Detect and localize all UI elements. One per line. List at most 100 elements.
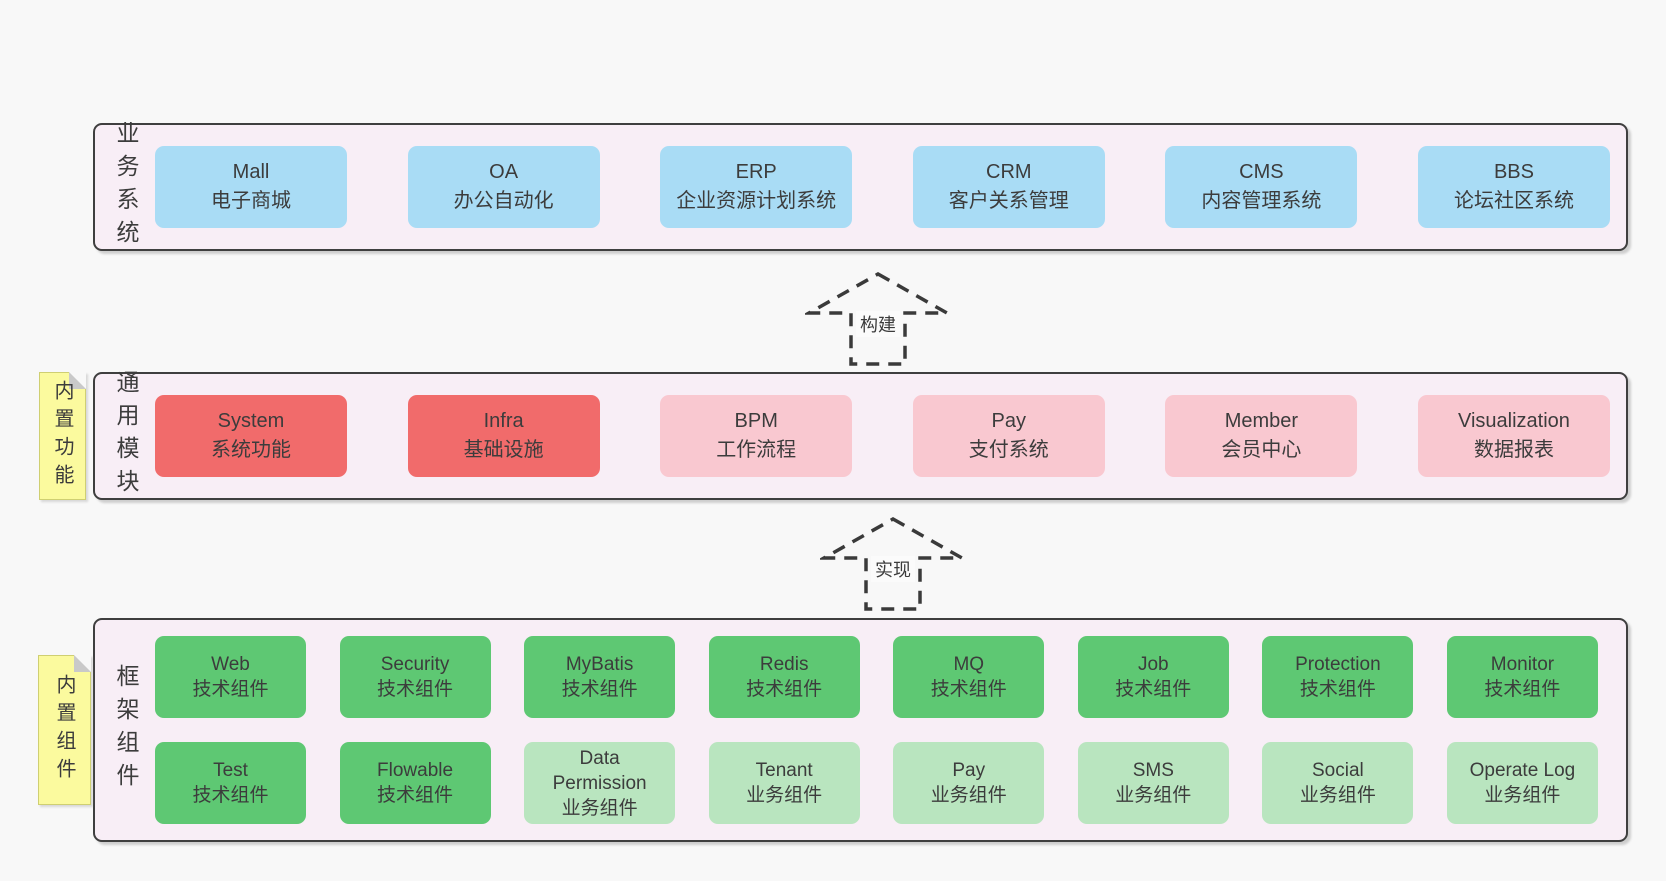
box-subtitle: 业务组件: [930, 785, 1007, 806]
box-title: Web: [211, 654, 250, 675]
box-subtitle: 论坛社区系统: [1453, 190, 1574, 212]
box-subtitle: 业务组件: [1299, 785, 1376, 806]
box-subtitle: 系统功能: [211, 439, 291, 461]
band-framework-content: Web 技术组件 Security 技术组件 MyBatis 技术组件 Redi…: [155, 620, 1598, 840]
box-subtitle: 技术组件: [561, 679, 638, 700]
sticky-note-built-in-features: 内置功能: [39, 372, 86, 500]
box-title: CRM: [986, 161, 1032, 183]
band-business-label: 业务系统: [113, 121, 139, 253]
box-title: Operate Log: [1469, 760, 1576, 781]
module-box-bpm: BPM 工作流程: [660, 395, 853, 477]
box-title: Infra: [483, 410, 524, 432]
component-box-mybatis: MyBatis 技术组件: [524, 636, 676, 718]
box-title: Pay: [952, 760, 986, 781]
box-subtitle: 内容管理系统: [1201, 190, 1322, 212]
component-box-protection: Protection 技术组件: [1262, 636, 1414, 718]
box-subtitle: 技术组件: [377, 679, 454, 700]
box-subtitle: 办公自动化: [453, 190, 554, 212]
box-subtitle: 技术组件: [1115, 679, 1192, 700]
box-subtitle: 技术组件: [1299, 679, 1376, 700]
component-box-operate-log: Operate Log 业务组件: [1446, 742, 1598, 824]
box-title: BBS: [1493, 161, 1534, 183]
folded-corner-icon: [69, 372, 86, 389]
arrow-implement: 实现: [820, 515, 966, 613]
component-box-social: Social 业务组件: [1262, 742, 1414, 824]
box-title: Job: [1137, 654, 1169, 675]
box-subtitle: 业务组件: [746, 785, 823, 806]
box-subtitle: 数据报表: [1473, 439, 1554, 461]
module-box-system: System 系统功能: [155, 395, 347, 477]
box-subtitle: 业务组件: [1115, 785, 1192, 806]
system-box-oa: OA 办公自动化: [407, 146, 600, 228]
component-box-job: Job 技术组件: [1077, 636, 1229, 718]
box-subtitle: 技术组件: [192, 679, 269, 700]
system-box-mall: Mall 电子商城: [155, 146, 347, 228]
box-title: Redis: [759, 654, 809, 675]
module-box-pay: Pay 支付系统: [912, 395, 1105, 477]
system-box-crm: CRM 客户关系管理: [912, 146, 1105, 228]
box-title: Member: [1224, 410, 1299, 432]
band-framework-label: 框架组件: [113, 664, 139, 796]
box-subtitle: 技术组件: [377, 785, 454, 806]
component-box-test: Test 技术组件: [155, 742, 306, 824]
sticky-note-built-in-components: 内置组件: [38, 655, 91, 805]
box-title: Test: [213, 760, 248, 781]
dashed-up-arrow-icon: [805, 271, 951, 366]
box-title: MQ: [953, 654, 985, 675]
box-title: Pay: [991, 410, 1027, 432]
component-box-security: Security 技术组件: [339, 636, 491, 718]
box-title: SMS: [1132, 760, 1174, 781]
box-title: Visualization: [1458, 410, 1570, 432]
band-common-modules: 通用模块 System 系统功能 Infra 基础设施 BPM 工作流程 Pay…: [93, 370, 1628, 502]
box-title: Data Permission: [552, 747, 647, 794]
band-common-content: System 系统功能 Infra 基础设施 BPM 工作流程 Pay 支付系统…: [155, 374, 1610, 498]
system-box-erp: ERP 企业资源计划系统: [660, 146, 853, 228]
band-common-label: 通用模块: [113, 370, 139, 502]
box-subtitle: 业务组件: [1484, 785, 1561, 806]
box-subtitle: 技术组件: [746, 679, 823, 700]
box-title: Flowable: [377, 760, 454, 781]
box-subtitle: 技术组件: [1484, 679, 1561, 700]
box-title: Security: [380, 654, 450, 675]
component-box-redis: Redis 技术组件: [708, 636, 860, 718]
arrow-build: 构建: [805, 270, 951, 368]
box-title: System: [217, 410, 285, 432]
box-subtitle: 技术组件: [192, 785, 269, 806]
box-subtitle: 客户关系管理: [948, 190, 1069, 212]
sticky-note-text: 内置组件: [53, 674, 75, 786]
component-box-tenant: Tenant 业务组件: [708, 742, 860, 824]
system-box-cms: CMS 内容管理系统: [1165, 146, 1358, 228]
band-framework-components: 框架组件 Web 技术组件 Security 技术组件 MyBatis 技术组件…: [93, 618, 1628, 842]
box-title: Protection: [1295, 654, 1381, 675]
box-subtitle: 技术组件: [930, 679, 1007, 700]
system-box-bbs: BBS 论坛社区系统: [1417, 146, 1610, 228]
band-business-content: Mall 电子商城 OA 办公自动化 ERP 企业资源计划系统 CRM 客户关系…: [155, 125, 1610, 249]
module-box-visualization: Visualization 数据报表: [1417, 395, 1610, 477]
box-title: MyBatis: [565, 654, 634, 675]
box-subtitle: 业务组件: [561, 797, 638, 819]
box-title: OA: [489, 161, 519, 183]
box-title: Social: [1312, 760, 1364, 781]
box-title: CMS: [1239, 161, 1284, 183]
component-box-sms: SMS 业务组件: [1077, 742, 1229, 824]
box-subtitle: 会员中心: [1221, 439, 1302, 461]
box-title: Monitor: [1490, 654, 1555, 675]
box-subtitle: 电子商城: [211, 190, 291, 212]
dashed-up-arrow-icon: [820, 516, 966, 611]
arrow-implement-label: 实现: [871, 556, 915, 582]
box-subtitle: 工作流程: [716, 439, 797, 461]
arrow-build-label: 构建: [856, 311, 900, 337]
box-subtitle: 支付系统: [968, 439, 1049, 461]
component-box-monitor: Monitor 技术组件: [1446, 636, 1598, 718]
band-business-systems: 业务系统 Mall 电子商城 OA 办公自动化 ERP 企业资源计划系统 CRM…: [93, 121, 1628, 253]
component-box-web: Web 技术组件: [155, 636, 306, 718]
box-title: Tenant: [755, 760, 813, 781]
module-box-member: Member 会员中心: [1165, 395, 1358, 477]
component-box-pay: Pay 业务组件: [893, 742, 1045, 824]
sticky-note-text: 内置功能: [51, 380, 73, 492]
component-box-flowable: Flowable 技术组件: [339, 742, 491, 824]
box-subtitle: 企业资源计划系统: [676, 190, 837, 212]
box-subtitle: 基础设施: [463, 439, 544, 461]
box-title: ERP: [735, 161, 777, 183]
